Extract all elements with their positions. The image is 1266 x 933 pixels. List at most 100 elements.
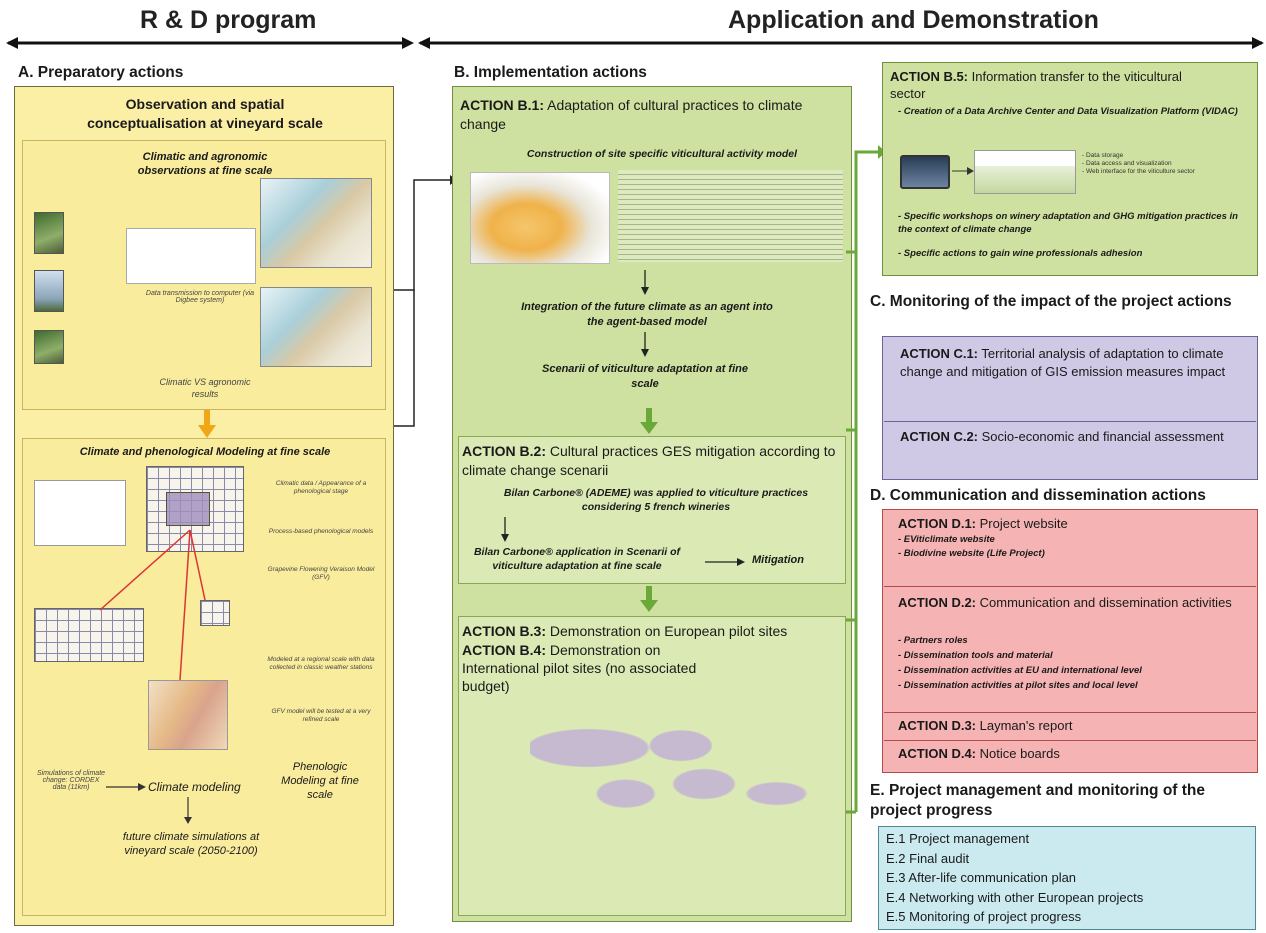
app-header: Application and Demonstration <box>728 6 1099 34</box>
b1-label: ACTION B.1: <box>460 97 544 113</box>
d-divider-3 <box>884 740 1256 741</box>
c2-text: Socio-economic and financial assessment <box>981 429 1224 444</box>
b5-bullets: - Data storage - Data access and visuali… <box>1082 152 1252 176</box>
weather-station-photo <box>34 270 64 312</box>
section-a-title: A. Preparatory actions <box>18 64 184 81</box>
d2-item: - Dissemination activities at pilot site… <box>898 680 1138 691</box>
rd-header: R & D program <box>140 6 317 34</box>
b2-down-arrow <box>501 517 509 542</box>
vineyard-photo-1 <box>34 212 64 254</box>
b2-text: Cultural practices GES mitigation accord… <box>462 443 836 478</box>
sims-arrow <box>106 783 146 791</box>
b5-item-1: - Creation of a Data Archive Center and … <box>898 106 1238 117</box>
obs-to-model-arrow <box>198 410 216 438</box>
d2-label: ACTION D.2: <box>898 595 976 610</box>
action-d-box <box>882 509 1258 773</box>
sims-label: Simulations of climate change: CORDEX da… <box>36 770 106 791</box>
scenarii-label: Scenarii of viticulture adaptation at fi… <box>542 363 748 390</box>
b5-bullet: - Data access and visualization <box>1082 160 1172 168</box>
pheno-step: Modeled at a regional scale with data co… <box>267 656 375 672</box>
vineyard-photo-2 <box>34 330 64 364</box>
action-c1: ACTION C.1: Territorial analysis of adap… <box>900 345 1250 381</box>
section-d-title: D. Communication and dissemination actio… <box>870 487 1206 504</box>
agent-model-diagram <box>470 172 610 264</box>
b5-bullet: - Web interface for the viticulture sect… <box>1082 168 1195 176</box>
b5-bullet: - Data storage <box>1082 152 1124 159</box>
b4-text: Demonstration on International pilot sit… <box>462 642 697 694</box>
future-label: future climate simulations at vineyard s… <box>122 831 260 857</box>
b2-to-b3-arrow <box>640 586 658 612</box>
b1-down-arrow-2 <box>641 332 649 357</box>
b1-text: Adaptation of cultural practices to clim… <box>460 97 803 132</box>
d3-label: ACTION D.3: <box>898 718 976 733</box>
c1-label: ACTION C.1: <box>900 346 978 361</box>
laptop-image <box>900 155 950 189</box>
c-divider <box>884 421 1256 422</box>
d-divider-1 <box>884 586 1256 587</box>
b5-label: ACTION B.5: <box>890 69 968 84</box>
b5-item-3: - Specific actions to gain wine professi… <box>898 248 1143 259</box>
b3-text: Demonstration on European pilot sites <box>549 623 788 639</box>
d1-item: - Biodivine website (Life Project) <box>898 548 1045 559</box>
climate-grid-small <box>34 608 144 662</box>
data-transmission-label: Data transmission to computer (via Digbe… <box>145 290 255 304</box>
b2-label: ACTION B.2: <box>462 443 546 459</box>
pheno-steps: Climatic data / Appearance of a phenolog… <box>262 470 380 738</box>
d3-text: Layman's report <box>979 718 1073 733</box>
action-b4: ACTION B.4: Demonstration on Internation… <box>462 641 722 695</box>
temperature-map <box>148 680 228 750</box>
b3-label: ACTION B.3: <box>462 623 546 639</box>
action-b2: ACTION B.2: Cultural practices GES mitig… <box>462 442 842 480</box>
downscaling-sketch <box>34 480 126 546</box>
e-item: E.1 Project management <box>886 831 1030 846</box>
b4-label: ACTION B.4: <box>462 642 546 658</box>
obs-title: Climatic and agronomic observations at f… <box>137 151 273 177</box>
b1-sub: Construction of site specific viticultur… <box>526 148 798 160</box>
pheno-step: Process-based phenological models <box>268 528 374 535</box>
section-c-title: C. Monitoring of the impact of the proje… <box>870 293 1232 310</box>
action-d4: ACTION D.4: Notice boards <box>898 745 1248 763</box>
d2-item: - Dissemination tools and material <box>898 650 1053 661</box>
action-d1: ACTION D.1: Project website <box>898 515 1248 533</box>
sensor-network-diagram <box>126 228 256 284</box>
e-item: E.4 Networking with other European proje… <box>886 889 1144 905</box>
pheno-step: GFV model will be tested at a very refin… <box>271 708 371 724</box>
wine-grid <box>200 600 230 626</box>
action-d3: ACTION D.3: Layman's report <box>898 717 1248 735</box>
b5-item-2: - Specific workshops on winery adaptatio… <box>898 211 1238 235</box>
b1-to-b2-arrow <box>640 408 658 434</box>
climate-modeling-label: Climate modeling <box>148 780 241 794</box>
d2-item: - Dissemination activities at EU and int… <box>898 665 1142 676</box>
d2-text: Communication and dissemination activiti… <box>979 595 1232 610</box>
b2-app: Bilan Carbone® application in Scenarii o… <box>473 546 681 572</box>
e-item: E.5 Monitoring of project progress <box>886 909 1082 924</box>
mitigation-arrow <box>705 558 745 566</box>
action-b3: ACTION B.3: Demonstration on European pi… <box>462 622 842 640</box>
action-b1: ACTION B.1: Adaptation of cultural pract… <box>460 96 820 134</box>
b2-sub: Bilan Carbone® (ADEME) was applied to vi… <box>503 487 809 513</box>
action-c2: ACTION C.2: Socio-economic and financial… <box>900 428 1250 446</box>
action-c-box <box>882 336 1258 480</box>
e-items: E.1 Project management E.2 Final audit E… <box>886 829 1256 927</box>
b-to-right-connector <box>846 145 886 814</box>
pheno-label: Phenologic Modeling at fine scale <box>281 761 359 801</box>
d1-items: - EViticlimate website - Biodivine websi… <box>898 533 1238 561</box>
compare-label: Climatic VS agronomic results <box>159 377 251 399</box>
e-item: E.2 Final audit <box>886 850 970 866</box>
grid-red-arrows <box>99 529 206 681</box>
vidac-screenshot <box>974 150 1076 194</box>
section-e-box <box>878 826 1256 930</box>
d4-text: Notice boards <box>979 746 1060 761</box>
grid-highlight <box>166 492 210 526</box>
agent-model-description <box>618 170 843 262</box>
d2-items: - Partners roles - Dissemination tools a… <box>898 633 1248 693</box>
d1-text: Project website <box>979 516 1068 531</box>
world-map <box>530 700 820 820</box>
pheno-step: Climatic data / Appearance of a phenolog… <box>275 480 367 496</box>
a-to-b-connector <box>394 175 454 427</box>
d1-item: - EViticlimate website <box>898 534 995 545</box>
d2-item: - Partners roles <box>898 635 968 646</box>
fine-scale-map-2 <box>260 287 372 367</box>
action-b5: ACTION B.5: Information transfer to the … <box>890 68 1190 102</box>
e-item: E.3 After-life communication plan <box>886 870 1077 885</box>
